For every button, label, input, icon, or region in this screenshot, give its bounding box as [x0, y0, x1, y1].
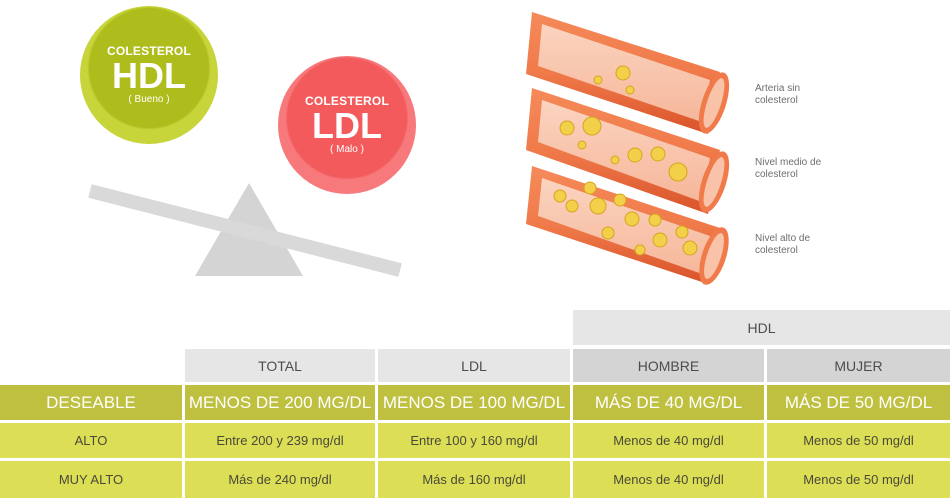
table-cell: Más de 160 mg/dl	[378, 461, 570, 498]
table-header-mujer: MUJER	[767, 349, 950, 382]
artery-label-high-line1: Nivel alto de	[755, 233, 811, 244]
hdl-circle-name: HDL	[112, 54, 186, 96]
artery-label-clean: Arteria sin colesterol	[755, 83, 875, 107]
artery-label-medium-line2: colesterol	[755, 169, 798, 180]
table-cell: Menos de 40 mg/dl	[573, 423, 764, 458]
table-cell: Entre 100 y 160 mg/dl	[378, 423, 570, 458]
ldl-circle-name: LDL	[312, 104, 382, 146]
table-cell: Más de 240 mg/dl	[185, 461, 375, 498]
table-header-ldl: LDL	[378, 349, 570, 382]
artery-label-clean-line1: Arteria sin	[755, 83, 801, 94]
table-row-label-deseable: DESEABLE	[0, 385, 182, 420]
table-cell: MENOS DE 200 MG/DL	[185, 385, 375, 420]
table-group-header-hdl: HDL	[573, 310, 950, 345]
ldl-circle-label: COLESTEROL	[304, 93, 389, 108]
ldl-circle: COLESTEROL LDL ( Malo )	[278, 56, 416, 194]
artery-medium	[526, 88, 730, 214]
table-cell: MÁS DE 50 MG/DL	[767, 385, 950, 420]
table-cell: Menos de 50 mg/dl	[767, 461, 950, 498]
artery-label-medium-line1: Nivel medio de	[755, 157, 822, 168]
table-cell: Menos de 50 mg/dl	[767, 423, 950, 458]
hdl-circle-label: COLESTEROL	[106, 43, 191, 58]
table-header-total: TOTAL	[185, 349, 375, 382]
artery-clean	[526, 12, 730, 134]
artery-high	[526, 166, 729, 285]
table-cell: Menos de 40 mg/dl	[573, 461, 764, 498]
artery-label-clean-line2: colesterol	[755, 95, 798, 106]
table-row-label-muy-alto: MUY ALTO	[0, 461, 182, 498]
hdl-circle-note: ( Bueno )	[128, 93, 170, 105]
table-cell: Entre 200 y 239 mg/dl	[185, 423, 375, 458]
table-cell: MENOS DE 100 MG/DL	[378, 385, 570, 420]
ldl-circle-note: ( Malo )	[330, 143, 364, 155]
artery-illustration	[526, 12, 730, 285]
table-cell: MÁS DE 40 MG/DL	[573, 385, 764, 420]
table-row-label-alto: ALTO	[0, 423, 182, 458]
artery-label-high: Nivel alto de colesterol	[755, 233, 875, 257]
hdl-circle: COLESTEROL HDL ( Bueno )	[80, 6, 218, 144]
artery-label-medium: Nivel medio de colesterol	[755, 157, 875, 181]
artery-label-high-line2: colesterol	[755, 245, 798, 256]
table-header-hombre: HOMBRE	[573, 349, 764, 382]
